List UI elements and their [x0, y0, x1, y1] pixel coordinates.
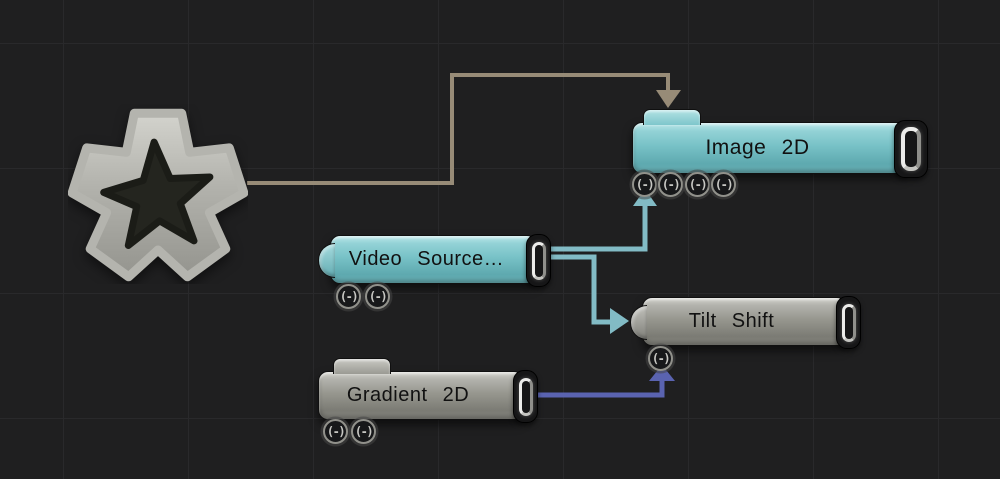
node-top-tab [643, 109, 701, 125]
output-capsule[interactable] [526, 234, 551, 287]
node-label: Gradient 2D [346, 384, 470, 406]
node-label: Image 2D [705, 136, 810, 159]
output-pill-icon [841, 303, 856, 342]
output-capsule[interactable] [836, 296, 861, 349]
port-icon[interactable]: (-) [658, 172, 683, 197]
wire-gradient2d-to-tiltshift[interactable] [528, 365, 675, 398]
arrowhead-up-icon [649, 365, 675, 381]
node-image-2d[interactable]: Image 2D (-) (-) (-) (-) [632, 109, 928, 197]
port-icon[interactable]: (-) [711, 172, 736, 197]
arrowhead-right-icon [610, 308, 629, 334]
port-icon[interactable]: (-) [365, 284, 390, 309]
port-icon[interactable]: (-) [648, 346, 673, 371]
star-badge-icon[interactable] [68, 104, 248, 284]
node-gradient-2d[interactable]: Gradient 2D (-) (-) [318, 358, 538, 444]
port-icon[interactable]: (-) [351, 419, 376, 444]
port-icon[interactable]: (-) [323, 419, 348, 444]
wire-videosource-to-image2d[interactable] [545, 189, 657, 252]
arrowhead-up-icon [633, 189, 657, 206]
node-top-tab [333, 358, 391, 374]
node-tilt-shift[interactable]: Tilt Shift (-) [630, 296, 861, 371]
port-icon[interactable]: (-) [632, 172, 657, 197]
node-label: Video Source… [348, 248, 505, 270]
output-capsule[interactable] [513, 370, 538, 423]
star-cutout [100, 138, 214, 249]
arrowhead-down-icon [656, 90, 681, 108]
wire-videosource-to-tiltshift[interactable] [545, 254, 629, 334]
output-pill-icon [901, 127, 921, 171]
wire-star-to-image2d[interactable] [247, 73, 681, 185]
port-icon[interactable]: (-) [336, 284, 361, 309]
node-video-source[interactable]: Video Source… (-) (-) [318, 234, 551, 309]
output-capsule[interactable] [894, 120, 928, 178]
output-pill-icon [531, 241, 546, 280]
output-pill-icon [518, 377, 533, 416]
port-icon[interactable]: (-) [685, 172, 710, 197]
node-label: Tilt Shift [688, 310, 775, 332]
